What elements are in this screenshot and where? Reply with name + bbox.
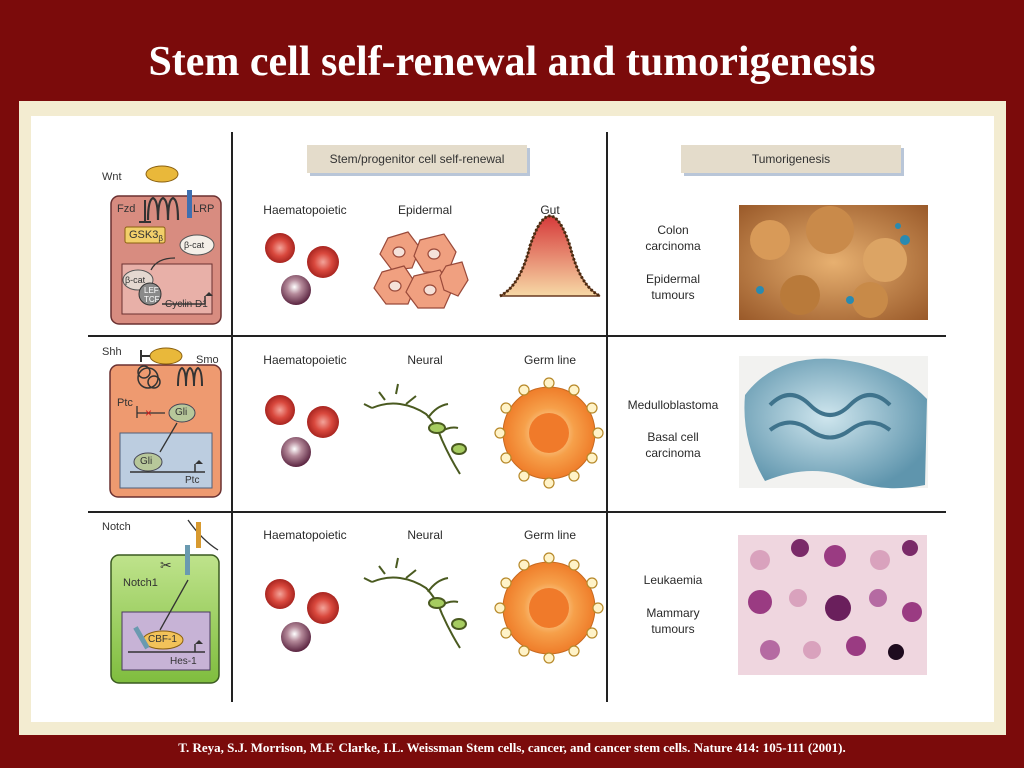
- haematopoietic-cells-row1: [265, 233, 339, 305]
- svg-text:✂: ✂: [160, 558, 172, 574]
- leukaemia-image: [738, 535, 927, 675]
- neural-cell-row3: [363, 557, 467, 649]
- cell-label-germ-line-row3: Germ line: [523, 528, 576, 542]
- label-lef: LEF: [144, 286, 159, 295]
- label-lrp: LRP: [193, 203, 215, 215]
- haematopoietic-cells-row3: [265, 579, 339, 652]
- cell-label-neural-row3: Neural: [407, 528, 443, 542]
- header-self-renewal: Stem/progenitor cell self-renewal: [307, 145, 527, 173]
- medulloblastoma-image: [739, 356, 928, 489]
- wnt-pathway-diagram: [110, 165, 222, 325]
- tumour-label-leukaemia: Leukaemia: [643, 573, 703, 587]
- label-gsk3-text: GSK3: [129, 229, 159, 241]
- transcription-arrows: [195, 292, 213, 644]
- header-tumorigenesis: Tumorigenesis: [681, 145, 901, 173]
- germ-line-cell-row2: [494, 377, 604, 489]
- tumour-label-basal-cell-carcinoma: Basal cell carcinoma: [645, 430, 701, 460]
- label-beta-cat-free: β-cat: [184, 240, 205, 250]
- label-beta-cat-bound: β-cat: [125, 275, 146, 285]
- gut-crypt: [499, 214, 601, 298]
- germ-line-cell-row3: [494, 552, 604, 664]
- colon-carcinoma-image: [739, 205, 928, 320]
- grid-lines: [88, 132, 946, 702]
- label-smo: Smo: [196, 354, 219, 366]
- label-ptc-target: Ptc: [185, 475, 200, 486]
- pathway-label-notch: Notch: [102, 521, 131, 533]
- label-ptc-receptor: Ptc: [117, 397, 133, 409]
- cell-label-gut: Gut: [540, 203, 560, 217]
- tumour-label-colon-carcinoma: Colon carcinoma: [645, 223, 701, 253]
- cell-label-haematopoietic-row3: Haematopoietic: [263, 528, 347, 542]
- citation: T. Reya, S.J. Morrison, M.F. Clarke, I.L…: [178, 740, 846, 755]
- label-gli-nucleus: Gli: [140, 456, 153, 467]
- pathway-label-shh: Shh: [102, 346, 122, 358]
- label-gsk3: GSK3β: [129, 229, 163, 243]
- pathway-label-wnt: Wnt: [102, 171, 122, 183]
- label-hes1: Hes-1: [170, 656, 197, 667]
- cell-label-epidermal: Epidermal: [397, 203, 453, 217]
- cell-label-haematopoietic-row1: Haematopoietic: [263, 203, 347, 217]
- shh-pathway-diagram: ×: [109, 347, 222, 498]
- epidermal-cells: [373, 231, 469, 309]
- label-gli-cytoplasm: Gli: [175, 407, 188, 418]
- tumour-label-medulloblastoma: Medulloblastoma: [627, 398, 719, 412]
- svg-text:×: ×: [145, 406, 152, 420]
- label-fzd: Fzd: [117, 203, 136, 215]
- tumour-label-epidermal-tumours: Epidermal tumours: [645, 272, 701, 302]
- tumour-label-mammary-tumours: Mammary tumours: [646, 606, 700, 636]
- cell-label-haematopoietic-row2: Haematopoietic: [263, 353, 347, 367]
- notch-pathway-diagram: ✂: [110, 519, 220, 684]
- label-cbf1: CBF-1: [148, 634, 177, 645]
- slide-title: Stem cell self-renewal and tumorigenesis: [148, 39, 876, 85]
- cell-label-germ-line-row2: Germ line: [523, 353, 576, 367]
- label-cyclin-d1: Cyclin D1: [165, 299, 208, 310]
- haematopoietic-cells-row2: [265, 395, 339, 467]
- label-gsk3-sub: β: [158, 234, 163, 244]
- neural-cell-row2: [363, 383, 467, 475]
- label-notch1: Notch1: [123, 577, 158, 589]
- cell-label-neural-row2: Neural: [407, 353, 443, 367]
- label-tcf: TCF: [144, 295, 160, 304]
